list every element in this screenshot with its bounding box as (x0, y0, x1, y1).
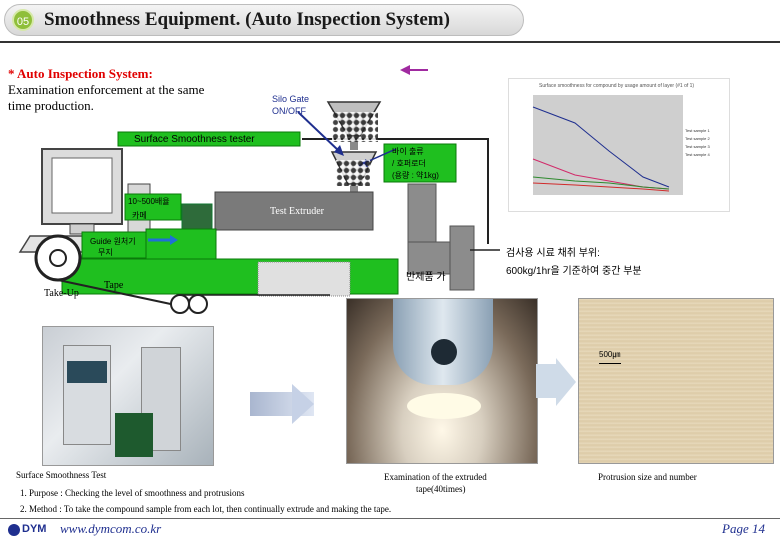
title-bar (4, 4, 524, 36)
pellet-label-1: 바이 출류 (392, 147, 424, 156)
note-purpose: 1. Purpose : Checking the level of smoot… (20, 488, 245, 498)
intro-line-1: Examination enforcement at the same (8, 82, 205, 97)
caption-protrusion: Protrusion size and number (598, 472, 697, 482)
legend-item: Test sample 4 (685, 152, 710, 157)
note-method: 2. Method : To take the compound sample … (20, 504, 392, 514)
extruded-tape-photo (346, 298, 538, 464)
legend-item: Test sample 1 (685, 128, 710, 133)
pellet-label-3: (용량 : 약1kg) (392, 171, 439, 180)
test-extruder-label: Test Extruder (270, 206, 325, 217)
footer-logo: DYM (22, 523, 47, 535)
page-title: Smoothness Equipment. (Auto Inspection S… (44, 9, 450, 30)
chart-thumbnail-title: Surface smoothness for compound by usage… (539, 83, 695, 89)
guide-label-2: 무지 (98, 248, 113, 257)
silo-gate-label: Silo Gate (272, 94, 310, 104)
protrusion-photo: 500㎛ (578, 298, 774, 464)
header-divider (0, 41, 780, 43)
scale-bar (599, 363, 621, 364)
caption-extruded-line-2: tape(40times) (416, 484, 466, 494)
chart-thumbnail-plot (532, 95, 683, 195)
pellet-label-2: / 호퍼로더 (392, 159, 426, 168)
dym-logo-icon (8, 524, 20, 536)
inspection-location-line-2: 600kg/1hr을 기준하여 중간 부분 (506, 266, 642, 277)
legend-item: Test sample 2 (685, 136, 710, 141)
pellet-cluster-icon (332, 112, 378, 142)
intro-heading: * Auto Inspection System: (8, 66, 153, 81)
caption-extruded-line-1: Examination of the extruded (384, 472, 487, 482)
legend-item: Test sample 3 (685, 144, 710, 149)
surface-tester-label: Surface Smoothness tester (134, 134, 255, 145)
inspection-location-line-1: 검사용 시료 채취 부위: (506, 248, 600, 259)
flow-arrow-1-head-icon (292, 384, 314, 424)
silo-gate-state: ON/OFF (272, 106, 306, 116)
scale-bar-label: 500㎛ (599, 350, 621, 359)
chart-thumbnail: Surface smoothness for compound by usage… (508, 78, 730, 212)
guide-label-1: Guide 원처기 (90, 237, 136, 246)
process-diagram (18, 65, 500, 314)
chart-thumbnail-legend: Test sample 1 Test sample 2 Test sample … (685, 127, 710, 159)
intro-line-2: time production. (8, 98, 94, 113)
caption-surface-tester: Surface Smoothness Test (16, 470, 107, 480)
flow-arrow-2-head-icon (556, 358, 576, 406)
pellet-cluster-icon (336, 160, 370, 186)
slide-number-badge: 05 (12, 9, 34, 31)
footer-divider (0, 518, 780, 519)
take-up-label: Take-Up (44, 288, 79, 299)
page-number: Page 14 (722, 521, 765, 536)
camera-range-label: 10~500배율 (128, 197, 170, 206)
tape-label: Tape (104, 280, 124, 291)
surface-tester-photo (42, 326, 214, 466)
footer-url[interactable]: www.dymcom.co.kr (60, 521, 162, 536)
camera-label: 카메 (132, 211, 147, 220)
sample-label-partial: 반제품 가 (406, 272, 446, 283)
